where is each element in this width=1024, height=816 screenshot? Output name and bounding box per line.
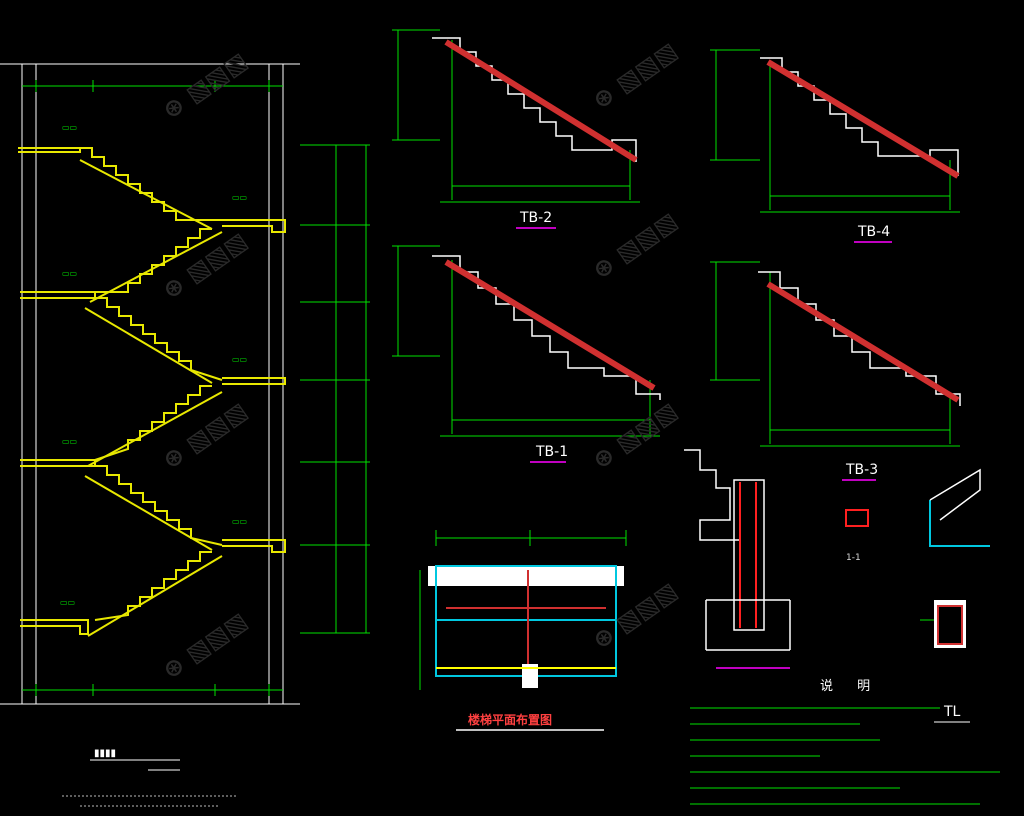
tb1-section: TB-1 xyxy=(392,245,661,463)
detail-corner xyxy=(929,468,990,547)
tl-beam-detail: TL xyxy=(920,600,970,723)
tb1-label: TB-1 xyxy=(535,444,568,460)
notes-title: 说 明 xyxy=(820,679,880,694)
tb2-label: TB-2 xyxy=(519,210,552,226)
plan-title: 楼梯平面布置图 xyxy=(468,712,552,727)
stair-elevation: ▭▭ ▭▭ ▭▭ ▭▭ ▭▭ ▭▭ ▭▭ ▮▮▮▮ xyxy=(0,63,370,807)
svg-text:▮▮▮▮: ▮▮▮▮ xyxy=(94,748,116,759)
svg-text:▭▭: ▭▭ xyxy=(232,517,247,526)
tb4-label: TB-4 xyxy=(857,224,890,240)
detail-tb3-tag: TB-3 1-1 xyxy=(842,462,878,563)
notes-block: 说 明 xyxy=(690,679,1000,805)
section-11-label: 1-1 xyxy=(846,553,861,563)
svg-text:▭▭: ▭▭ xyxy=(62,123,77,132)
svg-text:⊛ ▧▧▧: ⊛ ▧▧▧ xyxy=(157,607,252,685)
svg-text:▭▭: ▭▭ xyxy=(232,355,247,364)
stair-flights xyxy=(18,147,286,637)
tb2-section: TB-2 xyxy=(392,29,640,229)
landing-plan: 楼梯平面布置图 xyxy=(419,530,627,731)
svg-text:⊛ ▧▧▧: ⊛ ▧▧▧ xyxy=(157,227,252,305)
detail-section-11 xyxy=(684,449,791,669)
svg-text:⊛ ▧▧▧: ⊛ ▧▧▧ xyxy=(587,577,682,655)
svg-text:▭▭: ▭▭ xyxy=(62,437,77,446)
slab-rebar xyxy=(766,281,960,403)
elevation-tags: ▭▭ ▭▭ ▭▭ ▭▭ ▭▭ ▭▭ ▭▭ xyxy=(60,123,247,607)
tb3-label: TB-3 xyxy=(845,462,878,478)
elevation-dimensions xyxy=(22,80,370,696)
tb3-section xyxy=(710,261,961,447)
svg-text:▭▭: ▭▭ xyxy=(62,269,77,278)
svg-text:⊛ ▧▧▧: ⊛ ▧▧▧ xyxy=(587,207,682,285)
tb4-section: TB-4 xyxy=(710,49,960,243)
svg-text:▭▭: ▭▭ xyxy=(60,598,75,607)
slab-rebar xyxy=(766,59,960,179)
elevation-title: ▮▮▮▮ xyxy=(62,748,236,807)
slab-rebar xyxy=(444,39,638,163)
svg-text:⊛ ▧▧▧: ⊛ ▧▧▧ xyxy=(587,37,682,115)
slab-rebar xyxy=(444,259,656,391)
svg-text:⊛ ▧▧▧: ⊛ ▧▧▧ xyxy=(157,397,252,475)
tl-label: TL xyxy=(943,704,961,720)
svg-text:▭▭: ▭▭ xyxy=(232,193,247,202)
